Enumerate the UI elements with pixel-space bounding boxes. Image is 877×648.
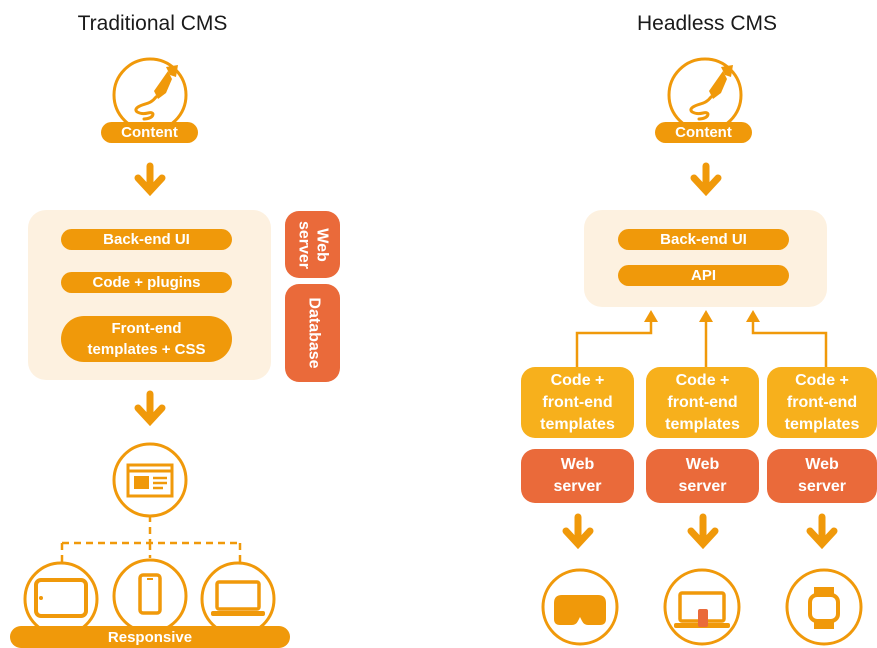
api-connectors <box>575 322 828 368</box>
headless-cms-title: Headless CMS <box>636 12 778 35</box>
headless-web-server-2: Web server <box>646 449 759 503</box>
traditional-frontend-templates: Front-end templates + CSS <box>61 316 232 362</box>
arrow-down-icon <box>134 162 166 197</box>
web-line-1: Web <box>685 456 720 473</box>
arrow-down-icon <box>134 390 166 427</box>
api-connector-arrowheads <box>644 310 760 322</box>
traditional-content-label: Content <box>101 122 198 143</box>
web-line-2: server <box>678 478 727 495</box>
code-line-2: front-end <box>786 393 858 411</box>
tablet-icon <box>23 561 99 637</box>
code-line-2: front-end <box>542 393 613 411</box>
traditional-code-plugins: Code + plugins <box>61 272 232 293</box>
web-server-line-1: Web <box>313 228 331 262</box>
frontend-line-1: Front-end <box>111 320 182 337</box>
smartwatch-icon <box>785 568 863 646</box>
code-line-1: Code + <box>795 371 849 389</box>
responsive-label: Responsive <box>10 626 290 648</box>
code-line-1: Code + <box>675 371 730 389</box>
database-vertical-label: Database <box>305 297 323 369</box>
web-server-vertical-label: Web server <box>295 212 331 279</box>
traditional-web-server <box>285 211 340 278</box>
code-line-2: front-end <box>667 393 738 411</box>
code-frontend-templates-1: Code + front-end templates <box>521 367 634 438</box>
frontend-line-2: templates + CSS <box>87 341 206 358</box>
headless-backend-ui: Back-end UI <box>618 229 789 250</box>
web-line-1: Web <box>805 456 839 473</box>
code-line-3: templates <box>540 415 615 433</box>
webpage-icon <box>112 442 188 518</box>
arrow-down-icon <box>687 513 719 550</box>
vr-headset-icon <box>541 568 619 646</box>
headless-web-server-1: Web server <box>521 449 634 503</box>
arrow-down-icon <box>690 162 722 197</box>
headless-cms-panel <box>584 210 827 307</box>
web-line-2: server <box>553 478 602 495</box>
code-frontend-templates-3: Code + front-end templates <box>767 367 877 438</box>
web-line-1: Web <box>560 456 595 473</box>
headless-content-label: Content <box>655 122 752 143</box>
laptop-icon <box>200 561 276 637</box>
web-server-line-2: server <box>295 220 313 270</box>
traditional-database <box>285 284 340 382</box>
code-line-3: templates <box>665 415 740 433</box>
smartphone-icon <box>112 558 188 634</box>
responsive-dashed-connectors <box>60 515 242 562</box>
traditional-backend-ui: Back-end UI <box>61 229 232 250</box>
traditional-cms-title: Traditional CMS <box>77 12 228 35</box>
headless-web-server-3: Web server <box>767 449 877 503</box>
web-line-2: server <box>797 478 847 495</box>
code-frontend-templates-2: Code + front-end templates <box>646 367 759 438</box>
headless-api: API <box>618 265 789 286</box>
code-line-1: Code + <box>550 371 605 389</box>
laptop-phone-icon <box>663 568 741 646</box>
arrow-down-icon <box>806 513 838 550</box>
code-line-3: templates <box>784 415 860 433</box>
arrow-down-icon <box>562 513 594 550</box>
